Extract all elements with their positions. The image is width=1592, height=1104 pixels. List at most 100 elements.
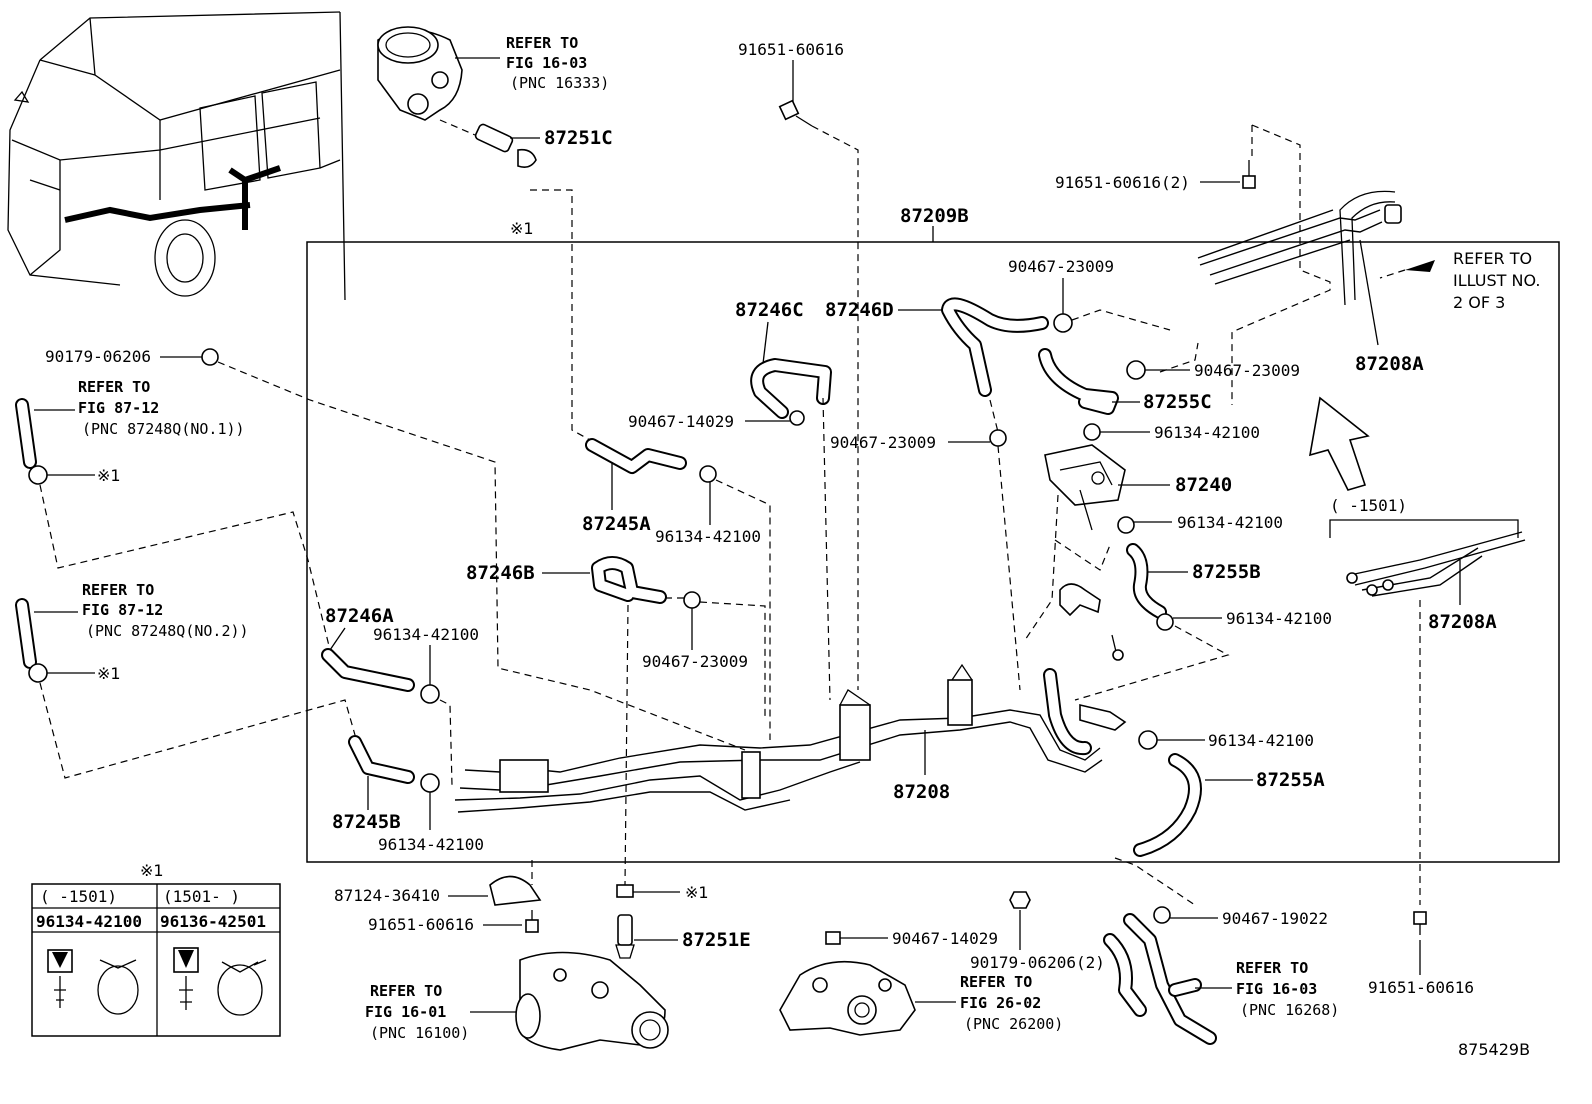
bolt-91651-bot xyxy=(525,910,539,933)
label-96134-e: 96134-42100 xyxy=(373,625,479,644)
label-96134-d: 96134-42100 xyxy=(655,527,761,546)
label-90467-23009-d: 90467-23009 xyxy=(642,652,748,671)
label-87246c: 87246C xyxy=(735,299,804,321)
label-90467-14029-a: 90467-14029 xyxy=(628,412,734,431)
clip-96134-f xyxy=(1138,730,1158,750)
ref-16333-line3: (PNC 16333) xyxy=(510,74,609,92)
figure-id: 875429B xyxy=(1458,1040,1530,1059)
ref-87248q1-line1: REFER TO xyxy=(78,378,150,396)
clamp-87124 xyxy=(489,875,542,906)
label-87208a-right: 87208A xyxy=(1428,611,1497,633)
ref-26200-line3: (PNC 26200) xyxy=(964,1015,1063,1033)
ref-16333-line1: REFER TO xyxy=(506,34,578,52)
clip-mark1-bottom xyxy=(616,884,634,898)
ref-16333-line2: FIG 16-03 xyxy=(506,54,587,72)
label-96134-f: 96134-42100 xyxy=(1208,731,1314,750)
ref-16100-line2: FIG 16-01 xyxy=(365,1003,446,1021)
ref-16100-line1: REFER TO xyxy=(370,982,442,1000)
label-96134-b: 96134-42100 xyxy=(1177,513,1283,532)
legend-col1-part: 96134-42100 xyxy=(36,912,142,931)
legend-col2-range: (1501- ) xyxy=(163,887,240,906)
legend-mark1: ※1 ( -1501) (1501- ) 96134-42100 96136-4… xyxy=(31,861,281,1037)
direction-arrow xyxy=(1308,396,1370,491)
bracket-mid xyxy=(1059,583,1101,617)
ref-26200-line2: FIG 26-02 xyxy=(960,994,1041,1012)
ref-87248q1-line3: (PNC 87248Q(NO.1)) xyxy=(82,420,245,438)
label-96134-g: 96134-42100 xyxy=(378,835,484,854)
ref-illust-line1: REFER TO xyxy=(1453,249,1532,268)
pipe-87208a-top xyxy=(1197,190,1402,306)
water-pump-16100 xyxy=(515,951,669,1051)
label-87124: 87124-36410 xyxy=(334,886,440,905)
bolt-91651-top xyxy=(778,99,813,127)
clip-96134-e xyxy=(420,684,440,704)
label-87246d: 87246D xyxy=(825,299,894,321)
label-87208: 87208 xyxy=(893,781,950,803)
mark-1-c: ※1 xyxy=(97,664,121,683)
heater-pipe-16268 xyxy=(1103,913,1217,1045)
mark-1-a: ※1 xyxy=(510,219,534,238)
label-91651-x2: 91651-60616(2) xyxy=(1055,173,1190,192)
ref-16268-line2: FIG 16-03 xyxy=(1236,980,1317,998)
valve-87240 xyxy=(1044,444,1126,531)
label-87246b: 87246B xyxy=(466,562,535,584)
label-87255a: 87255A xyxy=(1256,769,1325,791)
clip-mark1-left2 xyxy=(28,663,48,683)
label-87255c: 87255C xyxy=(1143,391,1212,413)
clip-90467-23009-c xyxy=(989,429,1007,447)
legend-col1-range: ( -1501) xyxy=(40,887,117,906)
label-87245b: 87245B xyxy=(332,811,401,833)
label-90467-23009-a: 90467-23009 xyxy=(1008,257,1114,276)
clip-96134-g xyxy=(420,773,440,793)
label-90179-left: 90179-06206 xyxy=(45,347,151,366)
label-87209b: 87209B xyxy=(900,205,969,227)
vehicle-thumbnail xyxy=(7,11,346,301)
clip-90467-23009-b xyxy=(1126,360,1146,380)
label-90179-bottom: 90179-06206(2) xyxy=(970,953,1105,972)
ref-16268-line3: (PNC 16268) xyxy=(1240,1001,1339,1019)
clip-96134-d xyxy=(699,465,717,483)
clip-90467-14029-a xyxy=(789,410,805,426)
mark-1-b: ※1 xyxy=(97,466,121,485)
label-87240: 87240 xyxy=(1175,474,1232,496)
part-87251c xyxy=(474,123,537,168)
label-90467-14029-b: 90467-14029 xyxy=(892,929,998,948)
clip-96134-a xyxy=(1083,423,1101,441)
nut-90179-bottom xyxy=(1009,891,1031,909)
clip-90467-23009-a xyxy=(1053,313,1073,333)
pipe-87208-main xyxy=(454,663,1127,813)
mark-1-d: ※1 xyxy=(685,883,709,902)
part-87251e xyxy=(615,914,635,959)
ref-illust-line3: 2 OF 3 xyxy=(1453,293,1505,312)
label-87251c: 87251C xyxy=(544,127,613,149)
water-outlet-part xyxy=(377,26,463,121)
ref-87248q2-line3: (PNC 87248Q(NO.2)) xyxy=(86,622,249,640)
label-96134-a: 96134-42100 xyxy=(1154,423,1260,442)
legend-col2-part: 96136-42501 xyxy=(160,912,266,931)
clip-90179-left xyxy=(201,348,219,366)
label-91651-top: 91651-60616 xyxy=(738,40,844,59)
ref-16268-line1: REFER TO xyxy=(1236,959,1308,977)
throttle-body-26200 xyxy=(779,960,916,1036)
label-87255b: 87255B xyxy=(1192,561,1261,583)
label-87245a: 87245A xyxy=(582,513,651,535)
clip-90467-23009-d xyxy=(683,591,701,609)
label-87251e: 87251E xyxy=(682,929,751,951)
ref-87248q1-line2: FIG 87-12 xyxy=(78,399,159,417)
clip-90467-14029-b xyxy=(825,931,841,945)
ref-87248q2-line2: FIG 87-12 xyxy=(82,601,163,619)
legend-title: ※1 xyxy=(140,861,164,880)
assembly-87209b-frame xyxy=(306,241,1560,863)
bolt-91651-right-top xyxy=(1242,160,1256,189)
clip-96134-b xyxy=(1117,516,1135,534)
ref-26200-line1: REFER TO xyxy=(960,973,1032,991)
bolt-91651-right-bot xyxy=(1413,911,1427,935)
label-range-1501: ( -1501) xyxy=(1330,496,1407,515)
label-87246a: 87246A xyxy=(325,605,394,627)
label-91651-right: 91651-60616 xyxy=(1368,978,1474,997)
ref-87248q2-line1: REFER TO xyxy=(82,581,154,599)
label-90467-23009-b: 90467-23009 xyxy=(1194,361,1300,380)
label-87208a-top: 87208A xyxy=(1355,353,1424,375)
